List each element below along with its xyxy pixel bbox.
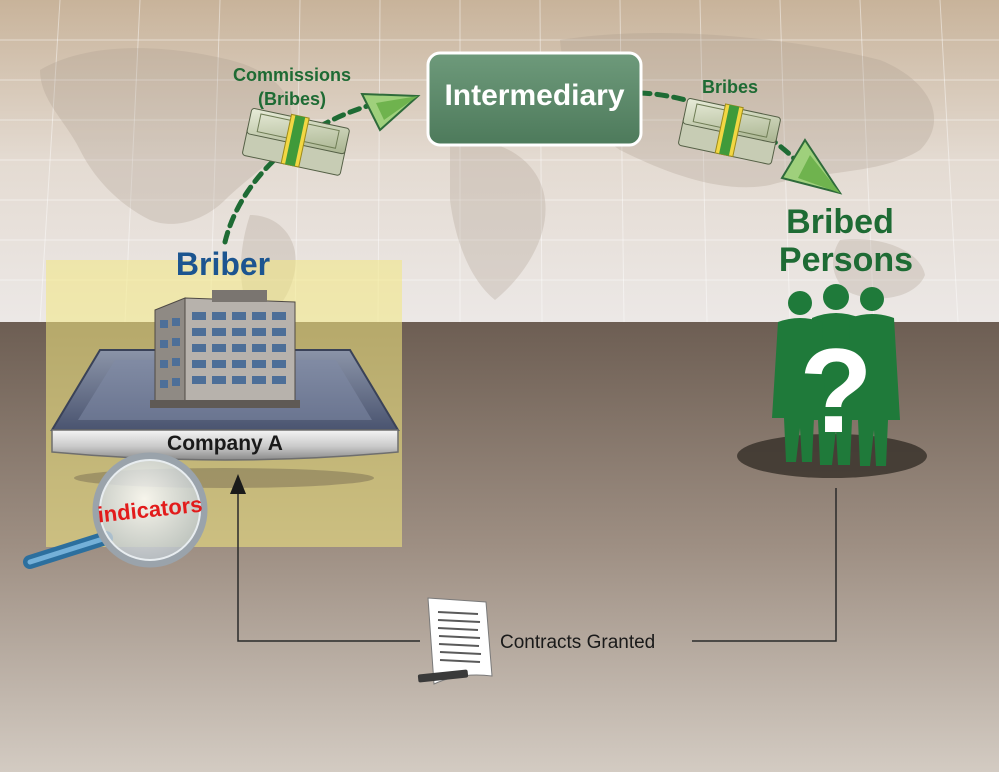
briber-label: Briber bbox=[176, 246, 270, 282]
contracts-flow bbox=[230, 474, 837, 642]
office-building bbox=[150, 290, 300, 408]
intermediary-node: Intermediary bbox=[426, 51, 643, 147]
intermediary-label: Intermediary bbox=[444, 79, 624, 112]
contract-document-icon bbox=[417, 597, 493, 685]
commissions-label: Commissions bbox=[233, 65, 351, 85]
arrowhead-to-company bbox=[230, 474, 246, 494]
map-grid bbox=[0, 0, 999, 323]
contracts-granted-label: Contracts Granted bbox=[500, 632, 655, 653]
magnifying-glass-icon: indicators bbox=[23, 452, 208, 569]
money-stack-bribes bbox=[678, 98, 781, 165]
arrowhead-to-bribed-persons bbox=[780, 138, 843, 195]
question-mark-icon: ? bbox=[799, 324, 872, 458]
commissions-bribes-label: (Bribes) bbox=[258, 89, 326, 109]
bribed-persons-silhouettes: ? bbox=[737, 284, 927, 478]
arrowhead-to-intermediary bbox=[360, 92, 421, 132]
company-label: Company A bbox=[167, 432, 283, 455]
persons-label: Persons bbox=[779, 241, 913, 279]
bribes-label: Bribes bbox=[702, 77, 758, 97]
money-stack-commissions bbox=[242, 108, 350, 176]
bribed-label: Bribed bbox=[786, 203, 894, 241]
